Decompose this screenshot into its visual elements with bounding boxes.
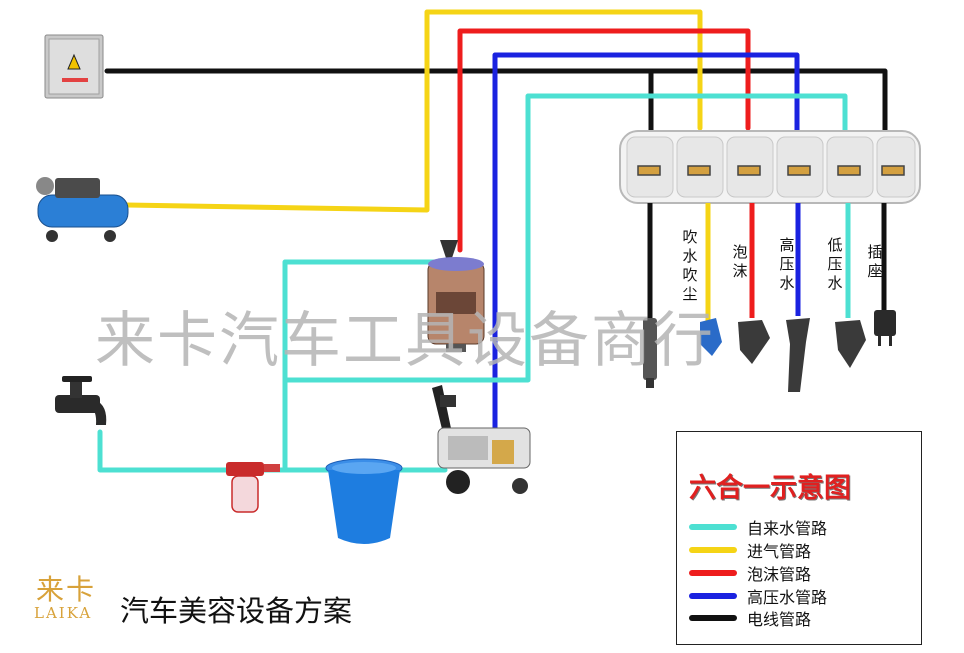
legend-item-electric: 电线管路 — [689, 607, 811, 629]
logo-cn: 来卡 — [36, 573, 97, 606]
air-compressor-icon — [36, 177, 129, 242]
legend-box: 六合一示意图 自来水管路 进气管路 泡沫管路 高压水管路 电线管路 — [676, 431, 922, 645]
faucet-icon — [55, 376, 107, 425]
legend-label: 泡沫管路 — [747, 565, 812, 584]
legend-item-air: 进气管路 — [689, 539, 811, 561]
manifold-icon — [619, 130, 921, 204]
label-blow-dust: 吹水吹尘 — [682, 228, 698, 303]
spray-gun-icon — [643, 318, 866, 392]
water-line-up — [282, 259, 443, 473]
watermark-text: 来卡汽车工具设备商行 — [95, 306, 715, 376]
foam-line — [457, 28, 751, 253]
legend-label: 电线管路 — [747, 610, 812, 629]
legend-item-high-pressure: 高压水管路 — [689, 585, 827, 607]
foam-tank-icon — [427, 240, 485, 352]
electric-line — [104, 68, 888, 135]
water-line-main — [97, 429, 246, 473]
label-socket: 插座 — [867, 243, 883, 280]
legend-swatch-air — [689, 547, 737, 553]
legend-swatch-water — [689, 524, 737, 530]
legend-swatch-high-pressure — [689, 593, 737, 599]
pressure-washer-icon — [432, 385, 531, 494]
air-line — [122, 9, 703, 213]
legend-title: 六合一示意图 — [689, 473, 851, 504]
legend-label: 高压水管路 — [747, 588, 828, 607]
legend-label: 进气管路 — [747, 542, 812, 561]
bucket-icon — [325, 458, 403, 544]
logo-en: LAIKA — [34, 604, 93, 622]
pipes — [97, 9, 888, 473]
laika-logo: 来卡 LAIKA — [20, 562, 120, 642]
water-filter-icon — [226, 462, 280, 513]
plug-icon — [874, 310, 896, 346]
legend-swatch-electric — [689, 615, 737, 621]
water-line-loop — [282, 93, 848, 383]
footer-title: 汽车美容设备方案 — [120, 594, 353, 628]
legend-swatch-foam — [689, 570, 737, 576]
legend-item-foam: 泡沫管路 — [689, 562, 811, 584]
legend-label: 自来水管路 — [747, 519, 828, 538]
legend-item-water: 自来水管路 — [689, 516, 827, 538]
output-lines — [647, 203, 887, 322]
electric-box-icon — [44, 34, 104, 99]
label-low-pressure: 低压水 — [827, 236, 843, 292]
label-high-pressure: 高压水 — [779, 236, 795, 292]
label-foam: 泡沫 — [732, 243, 748, 280]
